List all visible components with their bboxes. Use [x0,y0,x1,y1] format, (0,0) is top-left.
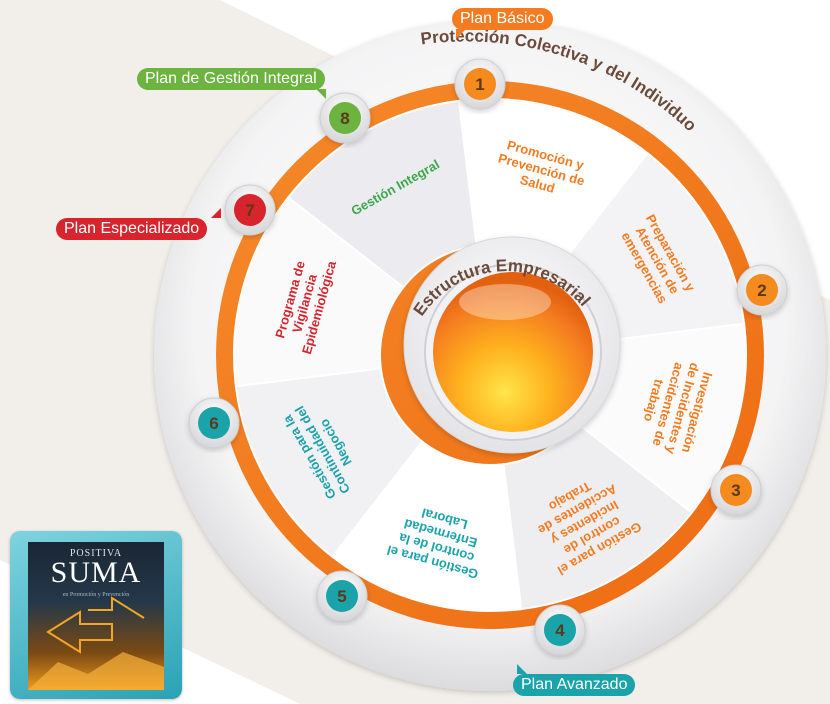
segment-6 [234,367,424,559]
marker-2-number: 2 [757,281,766,300]
marker-3-dot [720,474,752,506]
cover-arrows-graphic [28,596,164,690]
marker-7[interactable]: 7 [224,184,276,236]
marker-5-dot [326,580,358,612]
marker-1-number: 1 [475,75,484,94]
center-orb [433,272,593,432]
segment-8 [286,99,478,289]
marker-4[interactable]: 4 [534,604,586,656]
marker-3[interactable]: 3 [710,464,762,516]
plan-basico-flag: Plan Básico [452,8,553,30]
marker-7-dot [234,194,266,226]
marker-8[interactable]: 8 [319,92,371,144]
cover-title: SUMA [50,556,142,589]
marker-6-number: 6 [209,414,218,433]
cover-brand: POSITIVA [69,548,123,559]
plan-especializado-flag: Plan Especializado [56,218,208,240]
plan-basico-flag-tail [456,29,466,39]
magazine-thumbnail[interactable]: POSITIVA SUMA en Promoción y Prevención [10,531,182,699]
marker-4-number: 4 [555,621,565,640]
marker-1-dot [464,68,496,100]
plan-especializado-flag-tail [211,208,221,218]
marker-8-dot [329,102,361,134]
center-orb-highlight [459,284,551,320]
segment-5 [330,440,523,612]
magazine-cover: POSITIVA SUMA en Promoción y Prevención [28,542,164,690]
marker-3-number: 3 [731,481,740,500]
cover-subtitle: en Promoción y Prevención [62,592,130,598]
marker-1[interactable]: 1 [454,58,506,110]
segment-1-label: Promoción yPrevención deSalud [493,136,591,203]
plan-avanzado-flag-tail [517,664,527,674]
marker-8-number: 8 [340,109,349,128]
marker-5[interactable]: 5 [316,570,368,622]
plan-gestion-integral-flag: Plan de Gestión Integral [137,68,325,90]
segment-wheel: Promoción yPrevención deSaludPreparación… [233,98,747,612]
marker-6[interactable]: 6 [188,397,240,449]
marker-7-number: 7 [245,201,254,220]
segment-7 [233,195,405,388]
plan-avanzado-flag: Plan Avanzado [513,674,636,696]
plan-gestion-integral-flag-tail [316,89,326,99]
marker-4-dot [544,614,576,646]
marker-2[interactable]: 2 [736,264,788,316]
marker-6-dot [198,407,230,439]
marker-5-number: 5 [337,587,346,606]
marker-2-dot [746,274,778,306]
number-markers: 1 2 3 4 5 6 7 8 [188,58,788,656]
